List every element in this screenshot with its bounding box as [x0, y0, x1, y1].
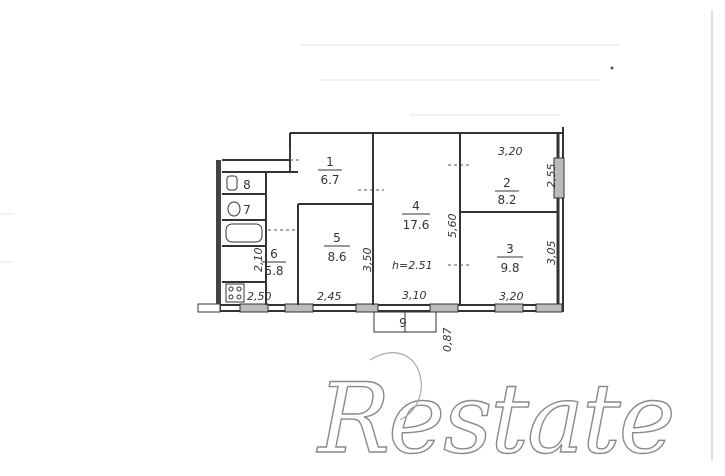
stove-icon — [225, 283, 245, 303]
room-1: 1 6.7 — [318, 155, 342, 187]
scan-dot — [610, 66, 614, 70]
dimension-label: 3,20 — [498, 145, 523, 158]
bathtub-icon — [225, 223, 263, 243]
room-9-number: 9 — [399, 316, 407, 330]
room-number: 3 — [506, 242, 514, 256]
dimension-label: 5,60 — [446, 214, 459, 239]
room-6: 6 5.8 — [262, 247, 286, 278]
room-number: 4 — [412, 199, 420, 213]
scan-artifacts — [0, 10, 713, 460]
watermark: Restate — [315, 352, 676, 476]
room-area: 9.8 — [500, 261, 519, 275]
balcony — [373, 311, 437, 333]
room-area: 5.8 — [264, 264, 283, 278]
room-area: 8.6 — [327, 250, 346, 264]
dimension-label: 3,05 — [545, 241, 558, 266]
dimensions: 3,20 2,55 5,60 3,50 3,05 2,10 2,50 2,45 … — [247, 145, 558, 352]
room-8-number: 8 — [243, 178, 251, 192]
sink-icon — [227, 201, 241, 217]
room-4: 4 17.6 — [402, 199, 430, 232]
windows — [239, 157, 565, 313]
dimension-label: 3,20 — [499, 290, 524, 303]
room-7-number: 7 — [243, 203, 251, 217]
room-number: 1 — [326, 155, 334, 169]
dimension-label: 2,45 — [317, 290, 342, 303]
room-area: 8.2 — [497, 193, 516, 207]
room-area: 17.6 — [403, 218, 430, 232]
dimension-label: 2,10 — [252, 248, 265, 273]
dimension-label: 2,50 — [247, 290, 272, 303]
room-area: 6.7 — [320, 173, 339, 187]
dimension-label: 0,87 — [441, 328, 454, 353]
toilet-icon — [226, 175, 238, 191]
interior-walls — [222, 133, 558, 305]
dimension-label: 2,55 — [545, 164, 558, 189]
door-markers — [268, 150, 470, 266]
ceiling-height: h=2.51 — [392, 259, 433, 272]
room-number: 2 — [503, 176, 511, 190]
room-5: 5 8.6 — [324, 231, 350, 264]
bathroom-fixtures — [225, 175, 263, 303]
dimension-label: 3,10 — [402, 289, 427, 302]
watermark-text: Restate — [316, 363, 674, 472]
room-2: 2 8.2 — [495, 176, 519, 207]
dimension-label: 3,50 — [361, 248, 374, 273]
room-number: 6 — [270, 247, 278, 261]
room-3: 3 9.8 — [497, 242, 523, 275]
watermark-swoosh-icon — [369, 352, 422, 421]
room-number: 5 — [333, 231, 341, 245]
